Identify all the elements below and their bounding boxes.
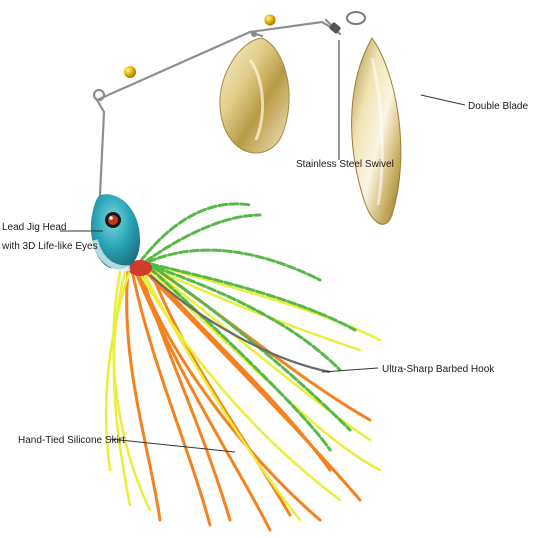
label-skirt: Hand-Tied Silicone Skirt bbox=[18, 435, 125, 446]
skirt-collar bbox=[128, 260, 152, 276]
label-double-blade: Double Blade bbox=[468, 101, 529, 112]
beads bbox=[124, 14, 276, 78]
label-hook: Ultra-Sharp Barbed Hook bbox=[382, 364, 495, 375]
label-jig-head-line2: with 3D Life-like Eyes bbox=[2, 241, 98, 252]
hook bbox=[149, 274, 331, 374]
label-swivel: Stainless Steel Swivel bbox=[296, 159, 394, 170]
willow-blade bbox=[351, 37, 402, 225]
colorado-blade bbox=[219, 37, 290, 154]
label-jig-head-line1: Lead Jig Head bbox=[2, 222, 67, 233]
swivel bbox=[329, 11, 366, 34]
leader-lines bbox=[60, 40, 466, 453]
jig-head bbox=[90, 194, 140, 272]
